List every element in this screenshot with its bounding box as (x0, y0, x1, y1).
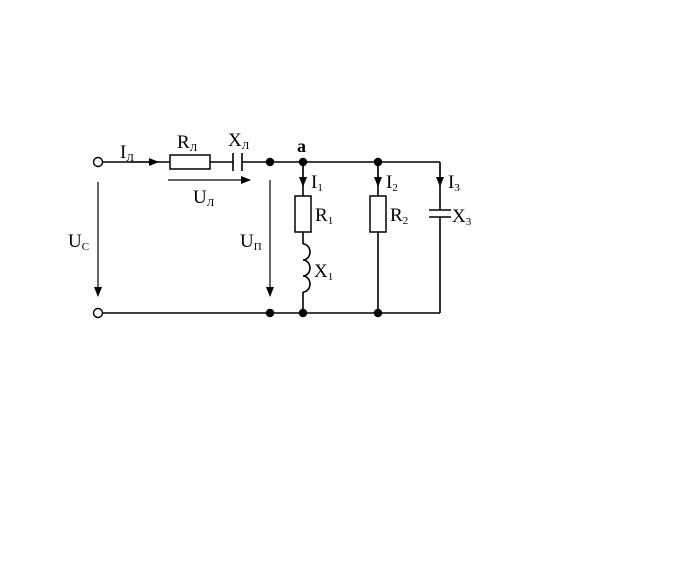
branch-3 (429, 162, 451, 313)
label-i3: I3 (448, 172, 460, 194)
input-terminal-bottom (92, 307, 104, 319)
label-x3: X3 (452, 206, 472, 228)
line-resistor (169, 154, 211, 170)
node-dot (265, 157, 275, 167)
label-line-reactance: XЛ (228, 130, 250, 152)
label-x1: X1 (314, 261, 333, 283)
line-capacitor (232, 153, 243, 171)
input-terminal-top (92, 156, 104, 168)
inductor-x1 (302, 243, 311, 293)
label-r1: R1 (315, 205, 333, 227)
resistor-r2 (369, 195, 387, 233)
label-r2: R2 (390, 205, 408, 227)
label-i1: I1 (311, 172, 323, 194)
resistor-r1 (294, 195, 312, 233)
label-line-voltage: UЛ (193, 187, 215, 209)
label-line-resistance: RЛ (177, 132, 198, 154)
label-node-a: a (297, 136, 306, 156)
branch-2 (369, 162, 387, 313)
label-line-current: IЛ (120, 142, 134, 164)
node-dot (265, 308, 275, 318)
label-source-voltage: UС (68, 231, 89, 253)
branch-1 (294, 162, 312, 313)
label-i2: I2 (386, 172, 398, 194)
label-load-voltage: UП (240, 231, 262, 253)
